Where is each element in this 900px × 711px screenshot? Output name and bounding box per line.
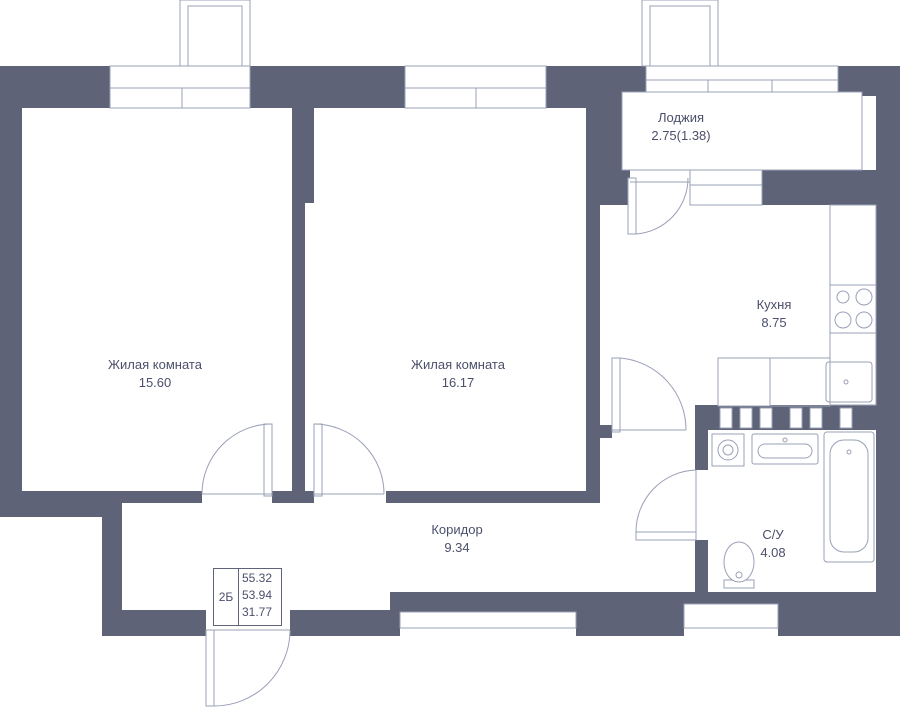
wall-kitchen-left [586,205,600,365]
room-label-loggia: Лоджия 2.75(1.38) [626,109,736,145]
wall-kitchen-top-2 [762,170,876,205]
room-area: 8.75 [761,315,787,330]
kitchen-sink [825,361,873,403]
apartment-areas: 55.32 53.94 31.77 [242,570,272,621]
room-name: Жилая комната [411,357,505,372]
wall-room2-right-2 [586,108,622,170]
window-loggia [645,65,839,93]
loggia-area [621,91,863,171]
toilet [723,541,755,583]
outer-wall-bottom [102,610,206,636]
outer-wall-top-left [0,66,110,108]
balcony-doors [179,0,719,67]
room-name: Коридор [431,522,483,537]
wall-bath-left-2 [695,540,708,592]
room-area: 9.34 [444,540,470,555]
room-label-bathroom: С/У 4.08 [733,526,813,562]
room-name: Кухня [756,297,792,312]
wall-room1-bottom-2 [272,491,314,503]
room-name: С/У [762,527,784,542]
room-label-corridor: Коридор 9.34 [407,521,507,557]
room-area: 16.17 [441,375,475,390]
outer-wall-right [876,66,900,636]
room-name: Жилая комната [108,357,202,372]
total-area-reduced: 53.94 [242,588,273,602]
outer-wall-top-mid-1 [250,66,405,108]
total-area: 55.32 [242,571,273,585]
bathroom-fixtures [708,430,876,592]
window-bottom-2 [683,603,779,629]
room-label-living-2: Жилая комната 16.17 [373,356,543,392]
wall-room2-bottom [386,491,600,503]
fridge [717,357,771,407]
wall-between-rooms-2 [292,203,305,503]
room-label-kitchen: Кухня 8.75 [724,296,824,332]
room-name: Лоджия [657,110,705,125]
apartment-type: 2Б [214,569,239,625]
windows [109,65,839,629]
living-area: 31.77 [242,605,273,619]
outer-wall-bottom-4 [576,610,684,636]
wall-kitchen-left-2 [586,425,612,438]
wall-bath-left [695,430,708,470]
outer-wall-bottom-2 [290,610,400,636]
wall-kitchen-top [586,170,630,205]
window-1 [109,65,251,109]
window-kitchen [689,169,763,206]
corridor-wall-left [102,491,122,636]
window-bottom [399,611,577,629]
room-area: 15.60 [138,375,172,390]
kitchen-fixtures [717,204,877,407]
wall-between-rooms [292,108,314,203]
room-area: 2.75(1.38) [651,128,711,143]
room-area: 4.08 [760,545,786,560]
wall-room1-bottom [22,491,202,503]
outer-wall-bottom-5 [778,600,900,636]
doors [201,177,697,707]
outer-wall-left [0,66,22,491]
room-label-living-1: Жилая комната 15.60 [70,356,240,392]
apartment-stats: 2Б 55.32 53.94 31.77 [213,568,282,626]
